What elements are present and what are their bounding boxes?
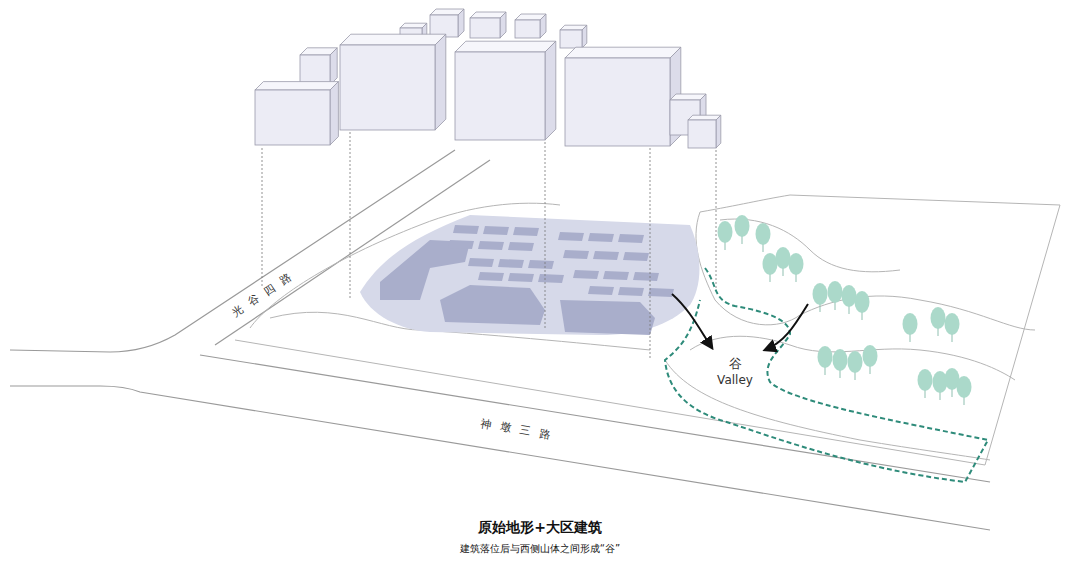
mound-shadow: [360, 215, 699, 335]
valley-label: Valley: [717, 373, 753, 387]
diagram-caption: 建筑落位后与西侧山体之间形成“谷”: [460, 543, 620, 555]
projection-lines: [262, 132, 716, 360]
diagram-title: 原始地形+大区建筑: [478, 519, 602, 536]
flow-arrow: [765, 304, 808, 350]
building-masses: [255, 9, 721, 148]
road-name: 神墩三路: [479, 417, 560, 443]
valley-boundary: [665, 268, 988, 482]
building-footprints: [380, 225, 674, 335]
road-lines: [10, 150, 990, 530]
trees: [718, 215, 972, 405]
valley-label: 谷: [729, 356, 742, 372]
terrain-contours: [235, 195, 1060, 465]
flow-arrow: [672, 294, 712, 348]
